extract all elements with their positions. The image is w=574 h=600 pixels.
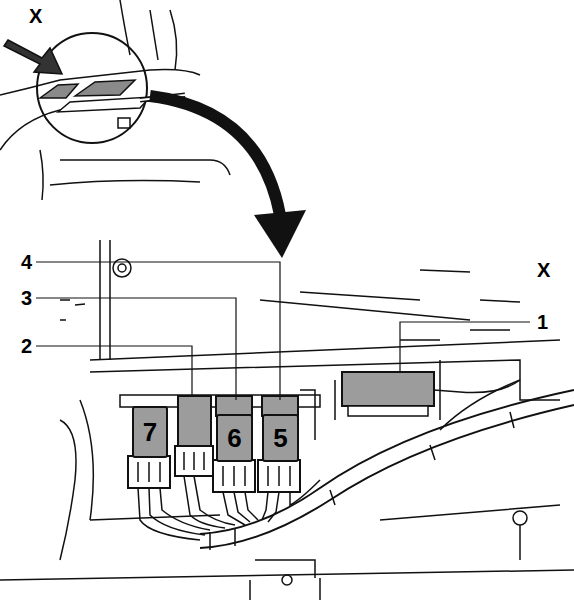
relay-number: 6 <box>227 425 241 451</box>
view-letter: X <box>536 260 551 280</box>
callout-number: 2 <box>20 336 33 356</box>
callout-number: 3 <box>20 288 33 308</box>
callout-number: 4 <box>20 252 33 272</box>
relay-number: 5 <box>273 425 287 451</box>
relay: 5 <box>262 414 299 462</box>
callout-number: 1 <box>536 312 549 332</box>
relay: 6 <box>216 414 253 462</box>
view-letter: X <box>28 6 43 26</box>
relay-number: 7 <box>143 419 157 445</box>
relay: 7 <box>132 406 168 458</box>
